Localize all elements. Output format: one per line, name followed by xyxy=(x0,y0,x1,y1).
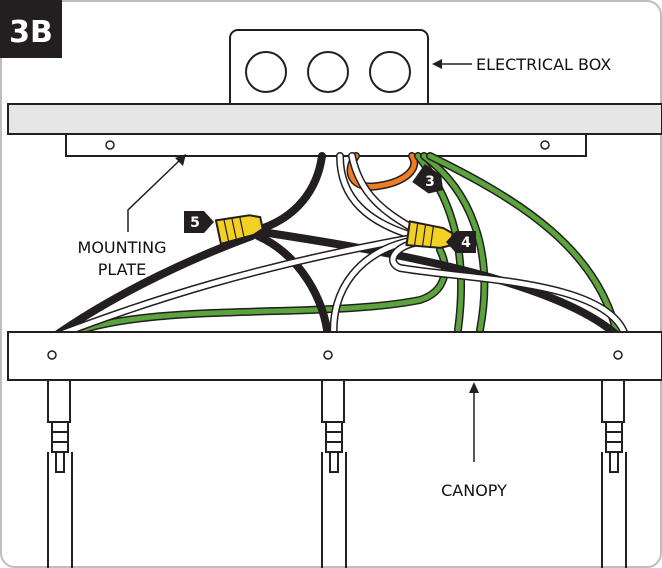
callout-4: 4 xyxy=(446,231,476,253)
mounting-plate xyxy=(65,133,587,157)
ceiling xyxy=(7,103,662,135)
canopy-label: CANOPY xyxy=(441,481,507,500)
white-wire-box-2 xyxy=(348,152,416,232)
callout-5: 5 xyxy=(184,211,214,233)
mounting-plate-callout: MOUNTING PLATE xyxy=(78,154,186,279)
black-wire-left xyxy=(48,232,256,342)
fixture-stem-right xyxy=(601,379,627,568)
white-wire-right xyxy=(389,238,630,342)
black-wire-center xyxy=(254,232,332,342)
electrical-box-callout: ELECTRICAL BOX xyxy=(432,55,611,74)
wire-nut-white xyxy=(405,220,454,249)
callout-4-label: 4 xyxy=(461,235,471,251)
canopy xyxy=(7,331,662,381)
electrical-box xyxy=(229,29,429,111)
wire-nut-black xyxy=(214,214,264,246)
canopy-callout: CANOPY xyxy=(441,382,507,500)
fixture-stem-center xyxy=(321,379,347,568)
callout-3: 3 xyxy=(412,163,444,194)
step-badge: 3B xyxy=(0,0,62,58)
mounting-plate-label-line2: PLATE xyxy=(98,260,147,279)
black-wire-right xyxy=(258,228,624,342)
black-wire-box xyxy=(246,152,326,236)
electrical-box-label: ELECTRICAL BOX xyxy=(476,55,611,74)
callout-3-label: 3 xyxy=(425,174,435,190)
callout-5-label: 5 xyxy=(190,215,200,231)
mounting-plate-label-line1: MOUNTING xyxy=(78,238,167,257)
fixture-stem-left xyxy=(47,379,73,568)
step-badge-label: 3B xyxy=(9,15,53,50)
